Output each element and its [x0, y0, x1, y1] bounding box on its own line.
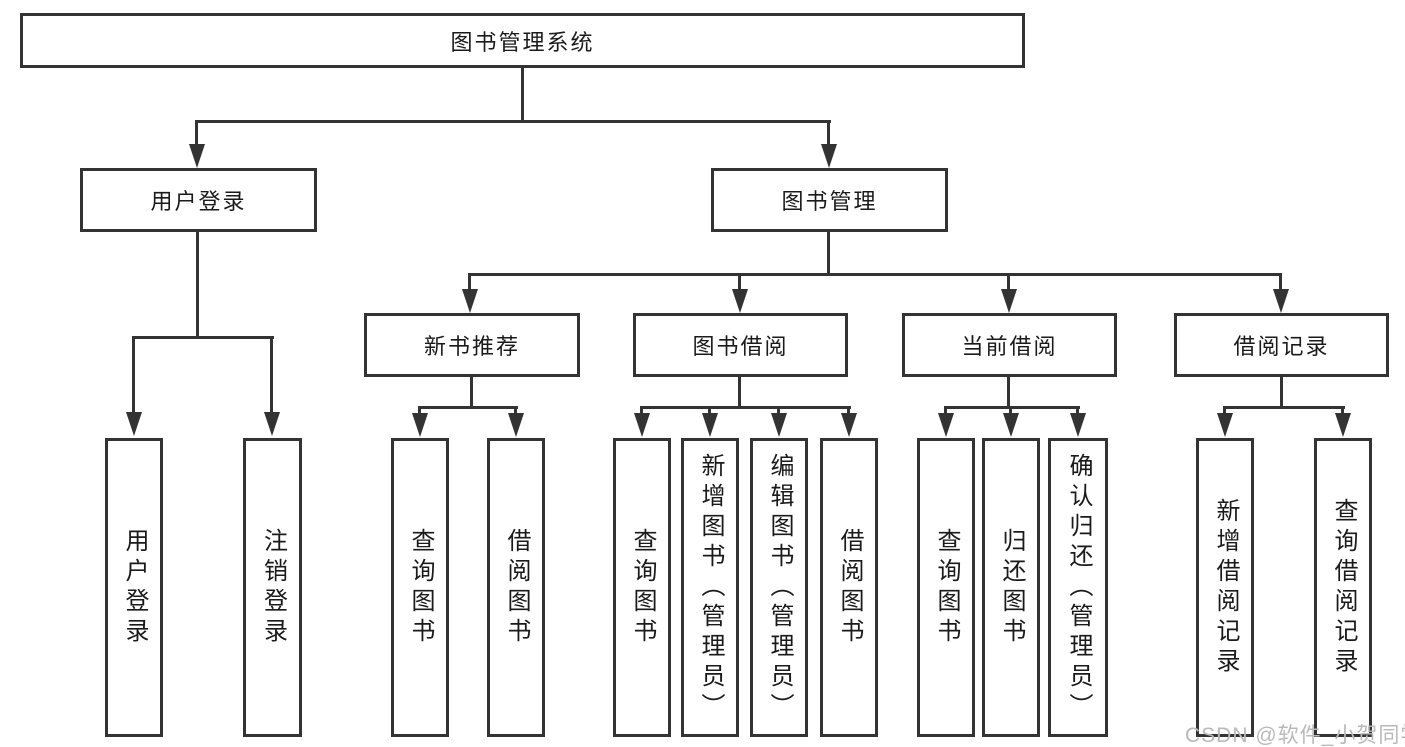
leaf-current-confirm-label: 确认归还（管理员）: [1065, 452, 1092, 723]
leaf-record-query-label: 查询借阅记录: [1330, 497, 1357, 678]
node-borrow-record: 借阅记录: [1174, 313, 1389, 377]
node-new-book-label: 新书推荐: [423, 334, 520, 359]
arrowhead-borrowmod: [732, 289, 748, 313]
connector-bookmgmt-drop: [827, 120, 830, 146]
arrowhead-bookmgmt: [821, 144, 837, 168]
connector-cb-query-drop: [944, 406, 947, 415]
arrowhead-newbook: [462, 289, 478, 313]
node-user-login-label: 用户登录: [150, 189, 247, 214]
arrowhead-br-add: [1217, 413, 1233, 437]
leaf-borrow-add: 新增图书（管理员）: [681, 438, 739, 737]
arrowhead-leaf-login: [126, 412, 142, 436]
leaf-borrow-add-label: 新增图书（管理员）: [697, 452, 724, 723]
leaf-borrow-edit: 编辑图书（管理员）: [750, 438, 808, 737]
node-user-login: 用户登录: [80, 168, 317, 232]
leaf-user-login: 用户登录: [105, 438, 163, 737]
connector-bb-borrow-drop: [847, 406, 850, 415]
leaf-newbook-borrow-label: 借阅图书: [503, 527, 530, 648]
node-book-borrow-label: 图书借阅: [692, 334, 789, 359]
leaf-current-query: 查询图书: [917, 438, 975, 737]
leaf-borrow-query: 查询图书: [613, 438, 671, 737]
connector-leaf-login-drop: [132, 336, 135, 413]
leaf-logout: 注销登录: [243, 438, 302, 737]
arrowhead-bb-borrow: [841, 413, 857, 437]
arrowhead-record: [1273, 289, 1289, 313]
leaf-newbook-query: 查询图书: [391, 438, 449, 737]
leaf-newbook-borrow: 借阅图书: [487, 438, 545, 737]
connector-leaf-logout-drop: [270, 336, 273, 413]
arrowhead-cb-confirm: [1070, 413, 1086, 437]
node-book-mgmt: 图书管理: [711, 168, 948, 232]
connector-record-drop: [1279, 273, 1282, 291]
node-root-label: 图书管理系统: [450, 29, 595, 55]
connector-root-stem: [521, 68, 524, 120]
connector-bb-query-drop: [640, 406, 643, 415]
connector-record-bus: [1223, 406, 1345, 409]
arrowhead-nb-query: [412, 413, 428, 437]
connector-newbook-bus: [418, 406, 518, 409]
arrowhead-br-query: [1335, 413, 1351, 437]
connector-borrowmod-stem: [738, 377, 741, 406]
node-current-borrow-label: 当前借阅: [961, 334, 1058, 359]
leaf-newbook-query-label: 查询图书: [407, 527, 434, 648]
leaf-borrow-edit-label: 编辑图书（管理员）: [766, 452, 793, 723]
leaf-current-query-label: 查询图书: [933, 527, 960, 648]
node-current-borrow: 当前借阅: [902, 313, 1117, 377]
arrowhead-current: [1001, 289, 1017, 313]
connector-cb-return-drop: [1009, 406, 1012, 415]
connector-br-add-drop: [1223, 406, 1226, 415]
leaf-current-return-label: 归还图书: [998, 527, 1025, 648]
connector-userlogin-drop: [195, 120, 198, 146]
leaf-user-login-label: 用户登录: [121, 527, 148, 648]
connector-cb-confirm-drop: [1076, 406, 1079, 415]
arrowhead-cb-query: [938, 413, 954, 437]
connector-current-stem: [1007, 377, 1010, 406]
node-book-borrow: 图书借阅: [633, 313, 848, 377]
leaf-record-add-label: 新增借阅记录: [1212, 497, 1239, 678]
connector-nb-query-drop: [418, 406, 421, 415]
leaf-logout-label: 注销登录: [259, 527, 287, 648]
connector-level2-bus: [196, 120, 831, 123]
arrowhead-userlogin: [189, 144, 205, 168]
arrowhead-nb-borrow: [508, 413, 524, 437]
leaf-borrow-borrow: 借阅图书: [820, 438, 878, 737]
node-borrow-record-label: 借阅记录: [1233, 334, 1330, 359]
connector-current-drop: [1007, 273, 1010, 291]
arrowhead-leaf-logout: [264, 412, 280, 436]
arrowhead-bb-query: [634, 413, 650, 437]
arrowhead-cb-return: [1003, 413, 1019, 437]
leaf-current-return: 归还图书: [982, 438, 1040, 737]
connector-bb-add-drop: [708, 406, 711, 415]
connector-userlogin-bus: [132, 336, 274, 339]
connector-borrowmod-drop: [738, 273, 741, 291]
arrowhead-bb-add: [702, 413, 718, 437]
arrowhead-bb-edit: [771, 413, 787, 437]
connector-newbook-stem: [470, 377, 473, 406]
connector-newbook-drop: [468, 273, 471, 291]
csdn-watermark: CSDN @软件_小贺同学: [1185, 724, 1405, 747]
connector-borrowmod-bus: [640, 406, 851, 409]
node-book-mgmt-label: 图书管理: [781, 189, 878, 214]
connector-bb-edit-drop: [777, 406, 780, 415]
connector-current-bus: [944, 406, 1080, 409]
connector-level3-bus: [468, 273, 1282, 276]
connector-bookmgmt-stem: [827, 232, 830, 273]
connector-nb-borrow-drop: [514, 406, 517, 415]
connector-userlogin-stem: [196, 232, 199, 336]
leaf-borrow-borrow-label: 借阅图书: [836, 527, 863, 648]
leaf-record-add: 新增借阅记录: [1196, 438, 1254, 737]
connector-br-query-drop: [1341, 406, 1344, 415]
node-new-book: 新书推荐: [364, 313, 580, 377]
connector-record-stem: [1280, 377, 1283, 406]
leaf-borrow-query-label: 查询图书: [629, 527, 656, 648]
leaf-record-query: 查询借阅记录: [1314, 438, 1372, 737]
node-root: 图书管理系统: [20, 13, 1025, 68]
leaf-current-confirm: 确认归还（管理员）: [1048, 438, 1108, 737]
